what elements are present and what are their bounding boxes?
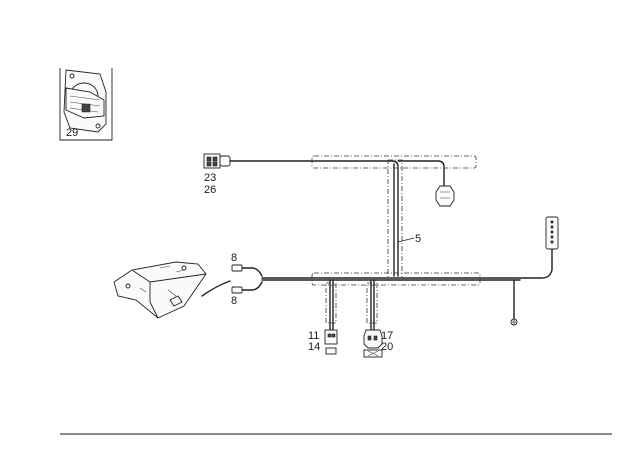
inset-frame: [59, 68, 113, 141]
mounting-bracket: [113, 261, 207, 319]
callout-17: 17: [381, 330, 393, 342]
harness-wires: [229, 160, 553, 331]
callout-23: 23: [204, 172, 216, 184]
pigtail-terminals: [231, 264, 243, 294]
ring-terminal: [510, 315, 518, 326]
callout-26: 26: [204, 184, 216, 196]
connector-mid: [324, 329, 338, 355]
callout-29: 29: [66, 127, 78, 139]
callout-20: 20: [381, 341, 393, 353]
connector-right-vertical: [545, 216, 559, 250]
leader-5: [397, 237, 415, 243]
callout-14: 14: [308, 341, 320, 353]
callout-11: 11: [308, 330, 319, 342]
harness-sheath: [311, 155, 481, 324]
grommet-top-right: [435, 185, 455, 207]
callout-5: 5: [415, 233, 421, 245]
connector-right: [363, 329, 383, 358]
leader-bracket-arrow: [201, 280, 231, 297]
bracket-inset-illustration: [63, 69, 107, 133]
callout-8-upper: 8: [231, 252, 237, 264]
connector-top-left: [203, 153, 231, 169]
callout-8-lower: 8: [231, 295, 237, 307]
